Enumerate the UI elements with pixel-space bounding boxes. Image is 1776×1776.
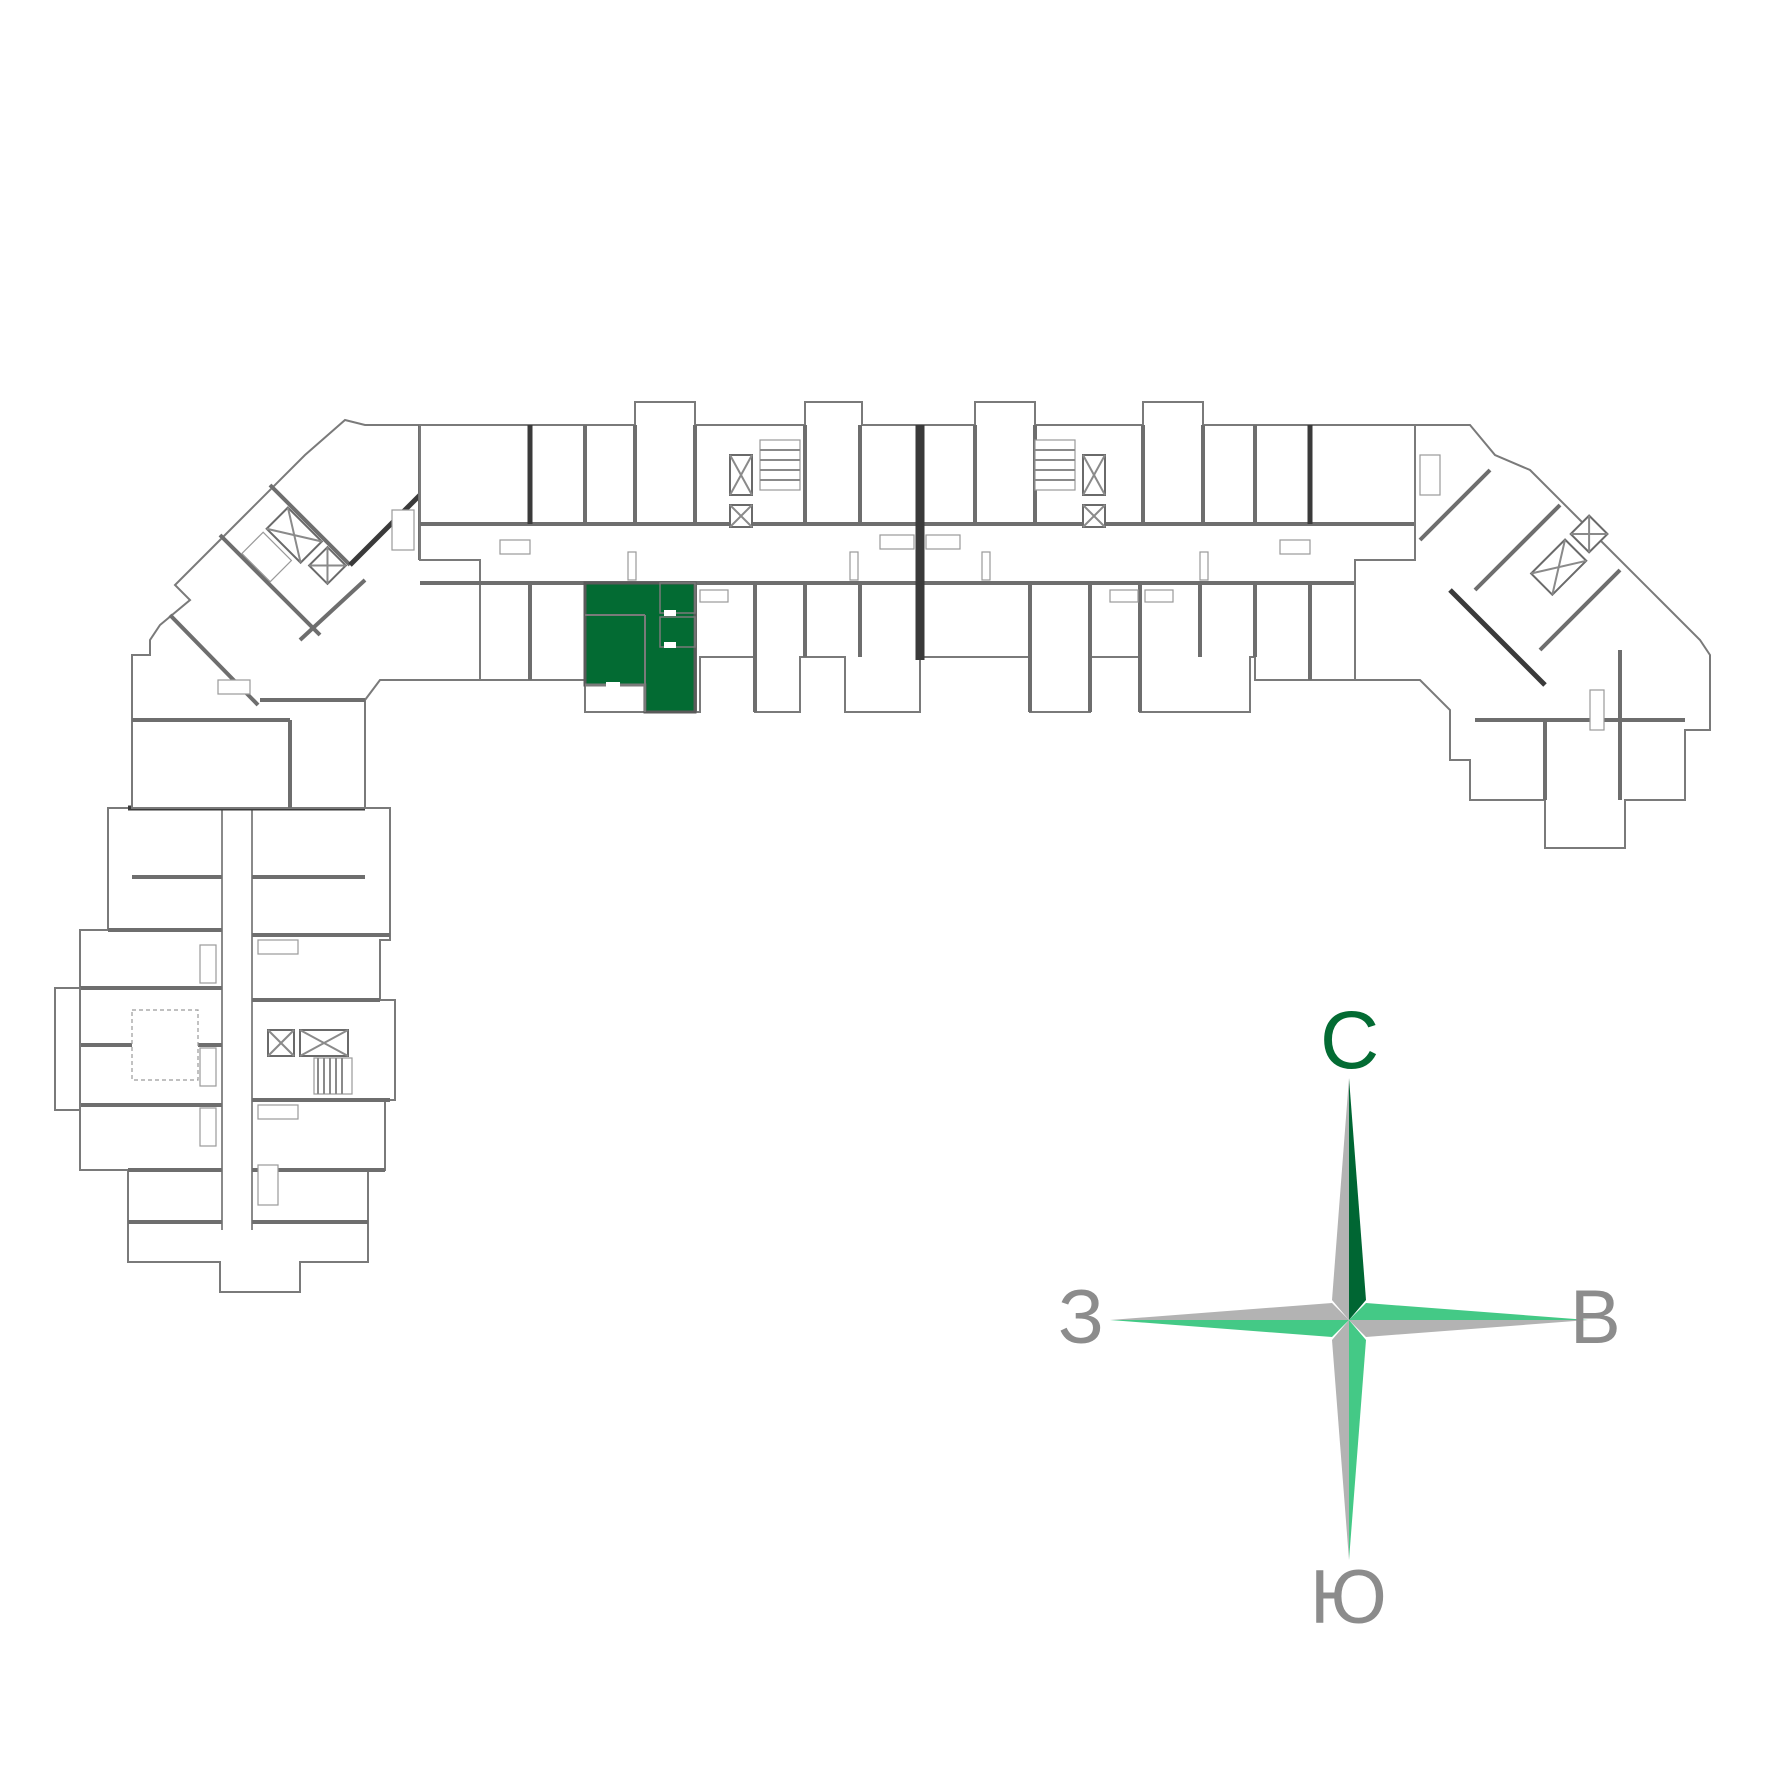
stair-icon (1034, 439, 1076, 491)
compass-east-label: В (1570, 1275, 1621, 1360)
stair-icon (313, 1057, 353, 1095)
compass-south-label: Ю (1310, 1555, 1387, 1640)
compass-west-label: З (1058, 1275, 1104, 1360)
compass-north-label: С (1320, 995, 1380, 1086)
right-corner (1354, 424, 1711, 849)
stair-icon (759, 439, 801, 491)
selected-apartment[interactable] (583, 581, 697, 714)
compass-rose (1110, 1078, 1588, 1560)
top-wing (419, 401, 1416, 713)
